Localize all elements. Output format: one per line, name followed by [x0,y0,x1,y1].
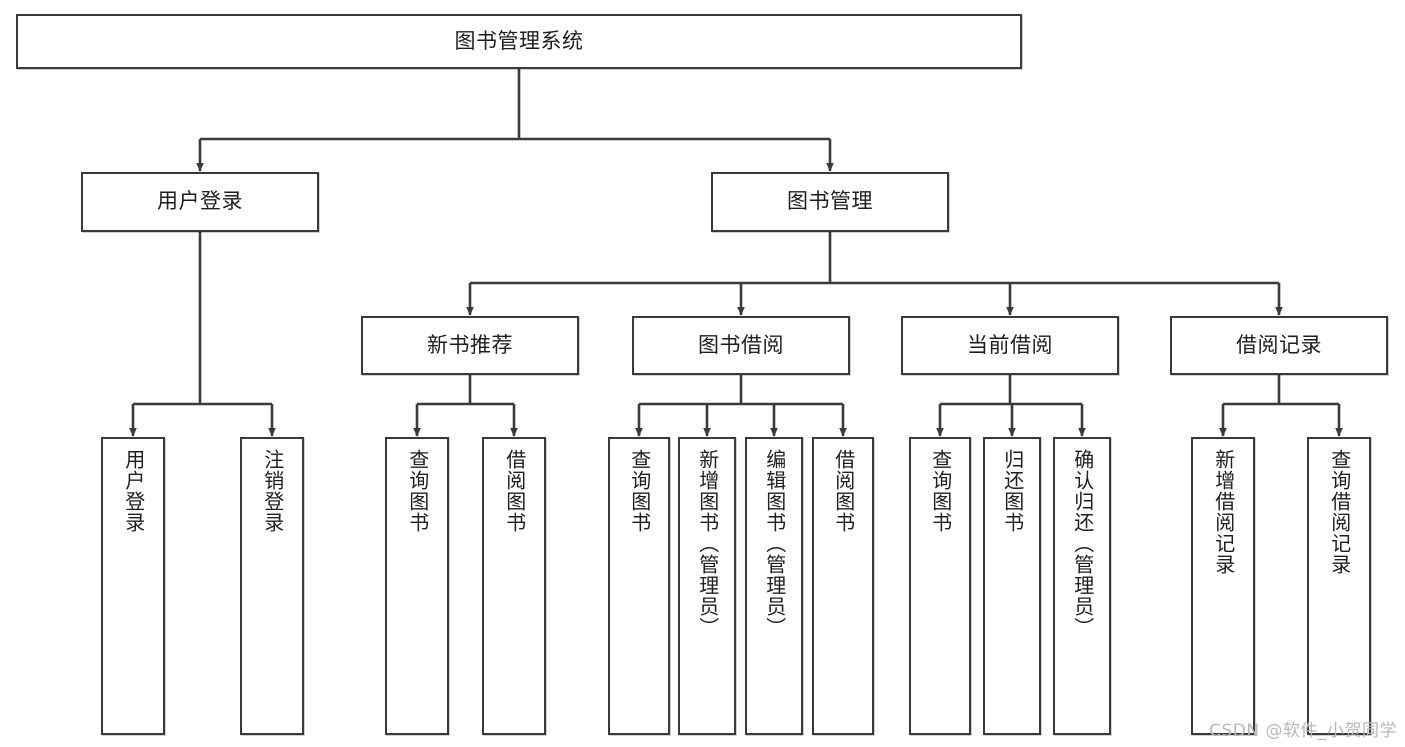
node-label: 新增图书（管理员） [695,449,720,638]
node-label: 新书推荐 [427,332,513,357]
node-bw-query[interactable]: 查询图书 [608,437,670,735]
node-newbooks[interactable]: 新书推荐 [361,316,579,375]
watermark-text: CSDN @软件_小贺同学 [1209,721,1397,741]
node-bw-edit[interactable]: 编辑图书（管理员） [745,437,803,735]
node-label: 归还图书 [1000,449,1025,533]
node-cr-query[interactable]: 查询图书 [909,437,971,735]
node-cr-return[interactable]: 归还图书 [983,437,1041,735]
node-label: 借阅记录 [1236,332,1322,357]
node-label: 查询借阅记录 [1327,449,1352,575]
node-root[interactable]: 图书管理系统 [16,14,1022,69]
node-label: 编辑图书（管理员） [762,449,787,638]
node-label: 查询图书 [928,449,953,533]
node-label: 用户登录 [157,189,243,214]
node-nb-query[interactable]: 查询图书 [385,437,449,735]
node-label: 借阅图书 [502,449,527,533]
node-bw-borrow[interactable]: 借阅图书 [812,437,874,735]
node-label: 新增借阅记录 [1211,449,1236,575]
node-label: 注销登录 [260,449,285,533]
node-label: 当前借阅 [967,332,1053,357]
node-label: 查询图书 [627,449,652,533]
node-bookmgmt[interactable]: 图书管理 [711,172,949,232]
node-borrow[interactable]: 图书借阅 [632,316,850,375]
node-cr-confirm[interactable]: 确认归还（管理员） [1053,437,1111,735]
node-label: 图书管理 [787,189,873,214]
node-rc-query[interactable]: 查询借阅记录 [1307,437,1371,735]
node-label: 用户登录 [121,449,146,533]
node-records[interactable]: 借阅记录 [1170,316,1388,375]
node-label: 图书管理系统 [454,28,584,53]
node-rc-add[interactable]: 新增借阅记录 [1191,437,1255,735]
node-bw-add[interactable]: 新增图书（管理员） [678,437,736,735]
node-nb-borrow[interactable]: 借阅图书 [482,437,546,735]
node-label: 确认归还（管理员） [1070,449,1095,638]
node-current[interactable]: 当前借阅 [901,316,1119,375]
node-label: 查询图书 [405,449,430,533]
node-login[interactable]: 用户登录 [81,172,319,232]
node-label: 借阅图书 [831,449,856,533]
node-label: 图书借阅 [698,332,784,357]
node-login-do[interactable]: 用户登录 [101,437,165,735]
node-login-out[interactable]: 注销登录 [240,437,304,735]
